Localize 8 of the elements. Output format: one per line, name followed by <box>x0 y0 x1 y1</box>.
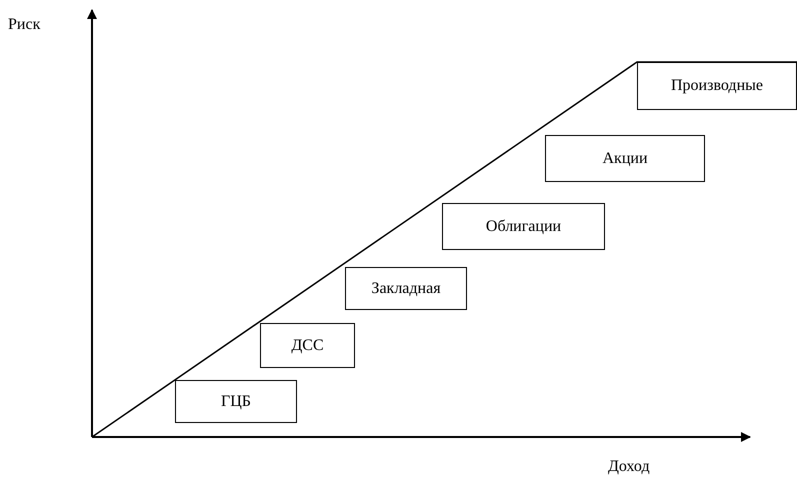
x-axis-label: Доход <box>608 458 650 476</box>
category-box: Закладная <box>345 267 467 310</box>
category-box: ГЦБ <box>175 380 297 423</box>
category-box: ДСС <box>260 323 355 368</box>
category-box: Производные <box>637 62 797 110</box>
category-box: Облигации <box>442 203 605 250</box>
y-axis-label: Риск <box>8 16 40 34</box>
category-box: Акции <box>545 135 705 182</box>
